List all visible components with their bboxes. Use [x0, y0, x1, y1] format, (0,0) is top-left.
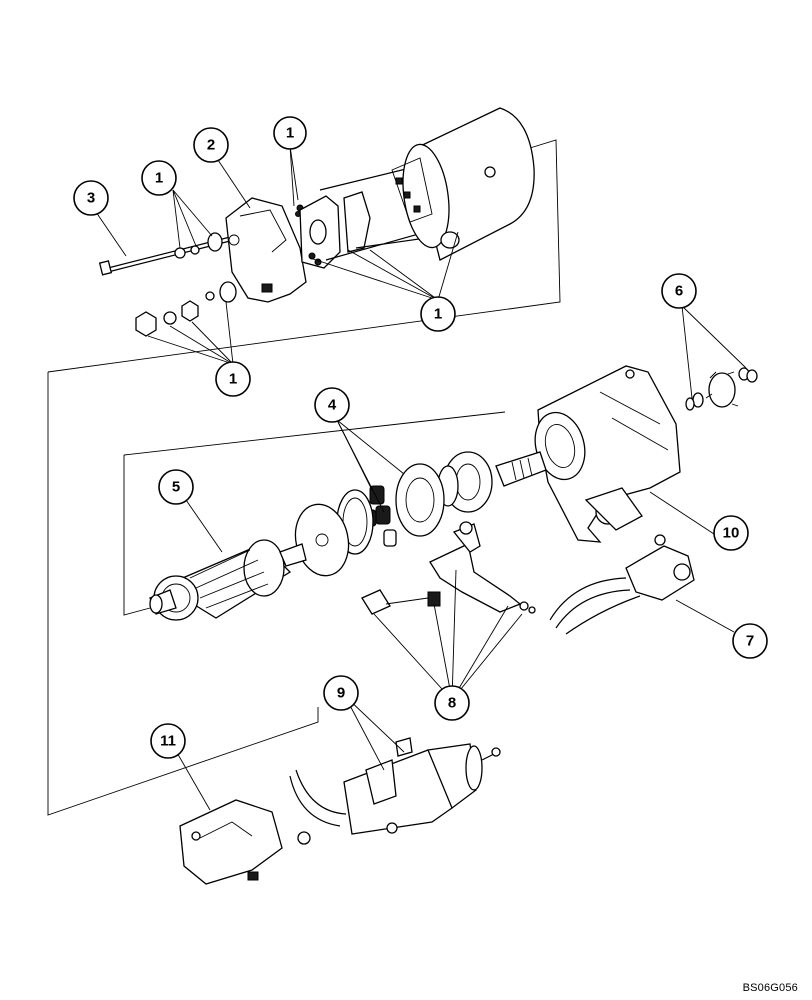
- nuts-lower: [135, 281, 237, 337]
- callout-7: 7: [732, 623, 768, 659]
- starter-assembly: [289, 737, 501, 845]
- brush-plate: [299, 191, 371, 269]
- solenoid-harness: [549, 534, 695, 635]
- callout-3: 3: [73, 180, 109, 216]
- svg-text:1: 1: [229, 371, 237, 388]
- assembly-frame-lines: [47, 139, 561, 816]
- callout-1a: 1: [141, 160, 177, 196]
- callout-4: 4: [314, 387, 350, 423]
- svg-text:6: 6: [675, 283, 683, 300]
- callout-5: 5: [158, 469, 194, 505]
- brush-bracket: [361, 521, 536, 615]
- svg-text:1: 1: [434, 306, 442, 323]
- drive-end-housing: [534, 365, 681, 543]
- callout-10: 10: [713, 515, 749, 551]
- svg-text:1: 1: [286, 125, 294, 142]
- leader-lines: [95, 145, 747, 811]
- motor-housing: [391, 107, 535, 261]
- svg-text:8: 8: [448, 695, 456, 712]
- svg-text:11: 11: [160, 733, 176, 750]
- callout-1d: 1: [215, 361, 251, 397]
- armature: [149, 539, 307, 621]
- pinion-gear: [685, 367, 758, 411]
- callout-6: 6: [661, 273, 697, 309]
- svg-text:1: 1: [155, 170, 163, 187]
- callout-1c: 1: [420, 296, 456, 332]
- end-housing: [225, 197, 307, 303]
- drawing-reference-code: BS06G056: [742, 982, 798, 994]
- planet-carrier: [437, 451, 493, 513]
- callout-2: 2: [193, 127, 229, 163]
- callout-11: 11: [150, 723, 186, 759]
- svg-text:9: 9: [337, 685, 345, 702]
- svg-text:7: 7: [746, 633, 754, 650]
- protective-cover: [179, 799, 283, 885]
- svg-text:2: 2: [207, 137, 215, 154]
- svg-text:5: 5: [172, 479, 180, 496]
- callout-1b: 1: [273, 116, 307, 150]
- svg-text:10: 10: [723, 525, 740, 542]
- planet-gears: [336, 463, 445, 555]
- callout-8: 8: [434, 685, 470, 721]
- output-shaft: [495, 451, 547, 487]
- svg-text:4: 4: [328, 397, 337, 414]
- svg-text:3: 3: [87, 190, 95, 207]
- callout-9: 9: [323, 675, 359, 711]
